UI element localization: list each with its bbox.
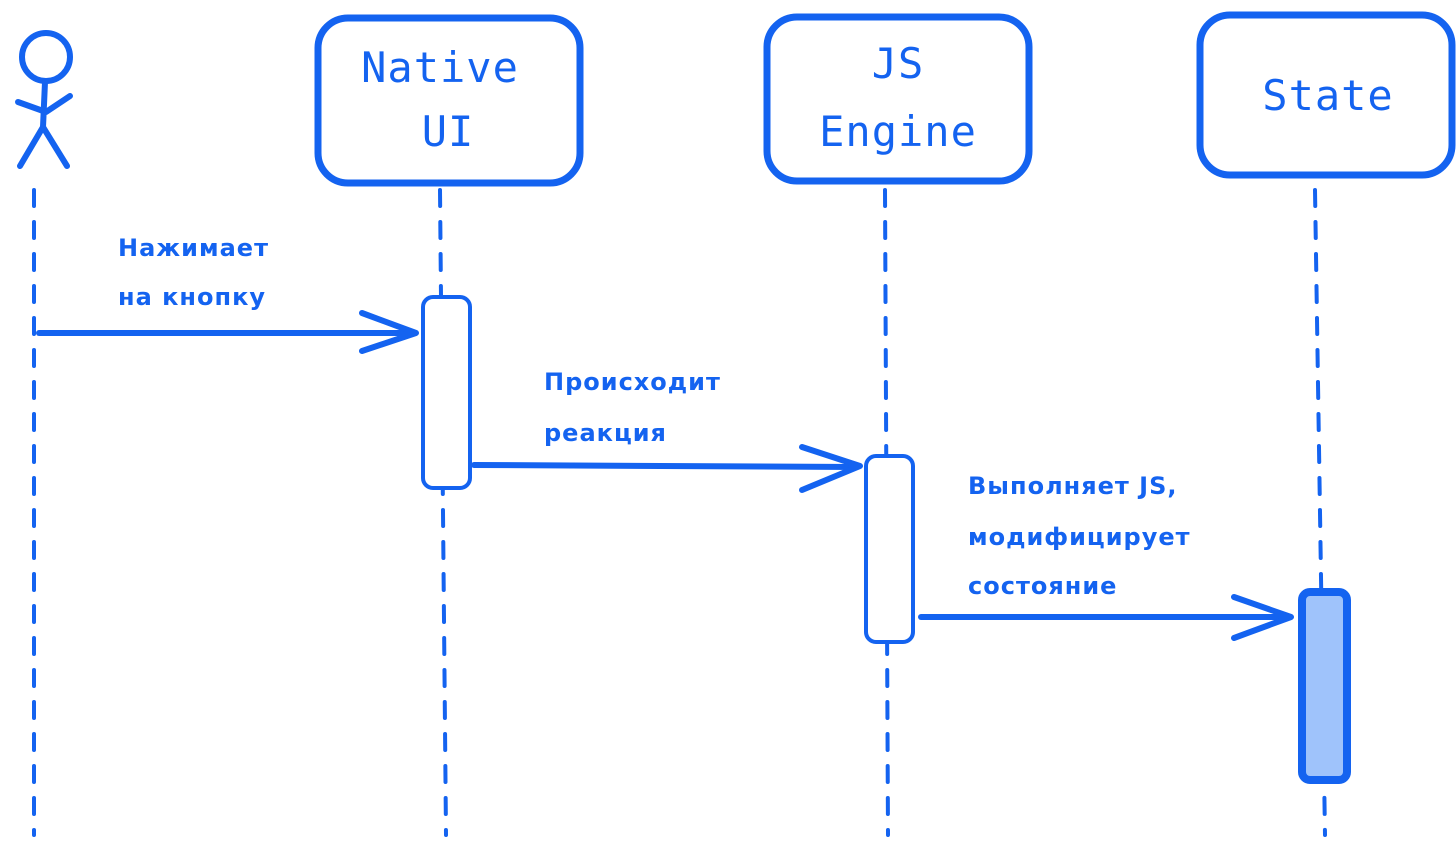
message-native-ui-to-js-engine: Происходит реакция xyxy=(471,368,863,493)
svg-text:Нажимает: Нажимает xyxy=(118,234,269,262)
native-ui-lifeline xyxy=(438,188,448,837)
svg-text:State: State xyxy=(1262,71,1393,120)
state-activation xyxy=(1298,588,1351,784)
message-user-to-native-ui: Нажимает на кнопку xyxy=(36,234,419,354)
js-engine-label-line-1: JS xyxy=(872,39,925,88)
message-1-label-line-1: Нажимает xyxy=(118,234,269,262)
message-3-label-line-3: состояние xyxy=(968,572,1117,600)
svg-text:реакция: реакция xyxy=(544,419,667,447)
participant-native-ui: Native UI xyxy=(314,14,584,187)
state-lifeline xyxy=(1313,188,1327,837)
svg-text:состояние: состояние xyxy=(968,572,1117,600)
message-1-arrow-head-icon xyxy=(359,310,419,354)
svg-text:Engine: Engine xyxy=(819,107,977,156)
message-1-label-line-2: на кнопку xyxy=(118,283,266,311)
native-ui-label-line-2: UI xyxy=(422,107,475,156)
message-3-label-line-1: Выполняет JS, xyxy=(968,472,1178,500)
message-2-arrow-head-icon xyxy=(799,444,863,493)
state-label: State xyxy=(1262,71,1393,120)
message-2-arrow-line xyxy=(471,462,860,470)
svg-text:Происходит: Происходит xyxy=(544,368,721,396)
svg-text:Выполняет JS,: Выполняет JS, xyxy=(968,472,1178,500)
message-js-engine-to-state: Выполняет JS, модифицирует состояние xyxy=(918,472,1294,641)
participant-state: State xyxy=(1196,11,1456,179)
svg-text:на кнопку: на кнопку xyxy=(118,283,266,311)
svg-text:JS: JS xyxy=(872,39,925,88)
js-engine-label-line-2: Engine xyxy=(819,107,977,156)
message-2-label-line-1: Происходит xyxy=(544,368,721,396)
message-2-label-line-2: реакция xyxy=(544,419,667,447)
native-ui-activation xyxy=(421,295,472,490)
user-actor-icon xyxy=(15,30,73,169)
message-3-label-line-2: модифицирует xyxy=(968,523,1191,551)
svg-text:UI: UI xyxy=(422,107,475,156)
message-3-arrow-head-icon xyxy=(1231,594,1294,641)
svg-text:модифицирует: модифицирует xyxy=(968,523,1191,551)
svg-text:Native: Native xyxy=(361,43,519,92)
participant-js-engine: JS Engine xyxy=(763,13,1033,185)
native-ui-label-line-1: Native xyxy=(361,43,519,92)
js-engine-activation xyxy=(864,454,915,644)
